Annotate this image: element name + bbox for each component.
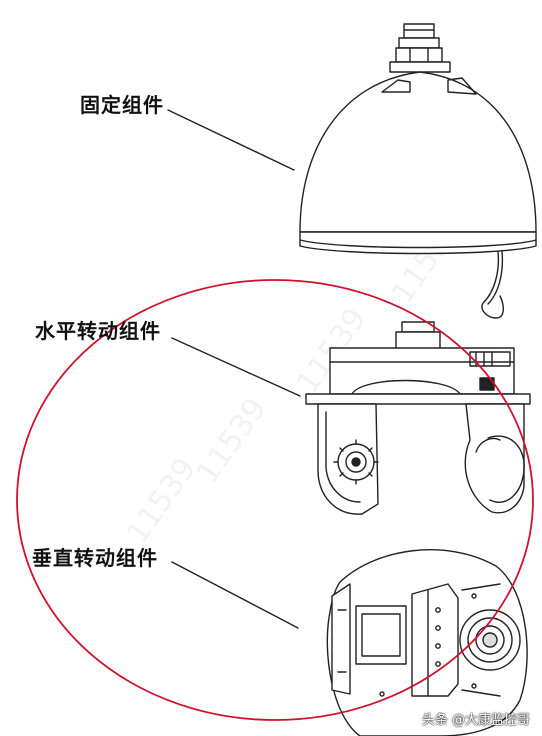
label-horizontal-rotation-assembly: 水平转动组件: [35, 319, 161, 343]
horizontal-rotation-assembly-drawing: [305, 321, 531, 515]
fixed-assembly-drawing: [299, 23, 537, 319]
leader-line-fixed: [167, 109, 295, 171]
label-fixed-assembly: 固定组件: [80, 93, 164, 117]
highlight-ellipse: [16, 279, 534, 721]
leader-line-horizontal: [171, 337, 301, 397]
source-watermark: 头条 @大康监控哥: [421, 713, 530, 728]
vertical-rotation-assembly-drawing: [326, 549, 528, 736]
label-vertical-rotation-assembly: 垂直转动组件: [32, 546, 158, 570]
leader-line-vertical: [171, 561, 299, 629]
